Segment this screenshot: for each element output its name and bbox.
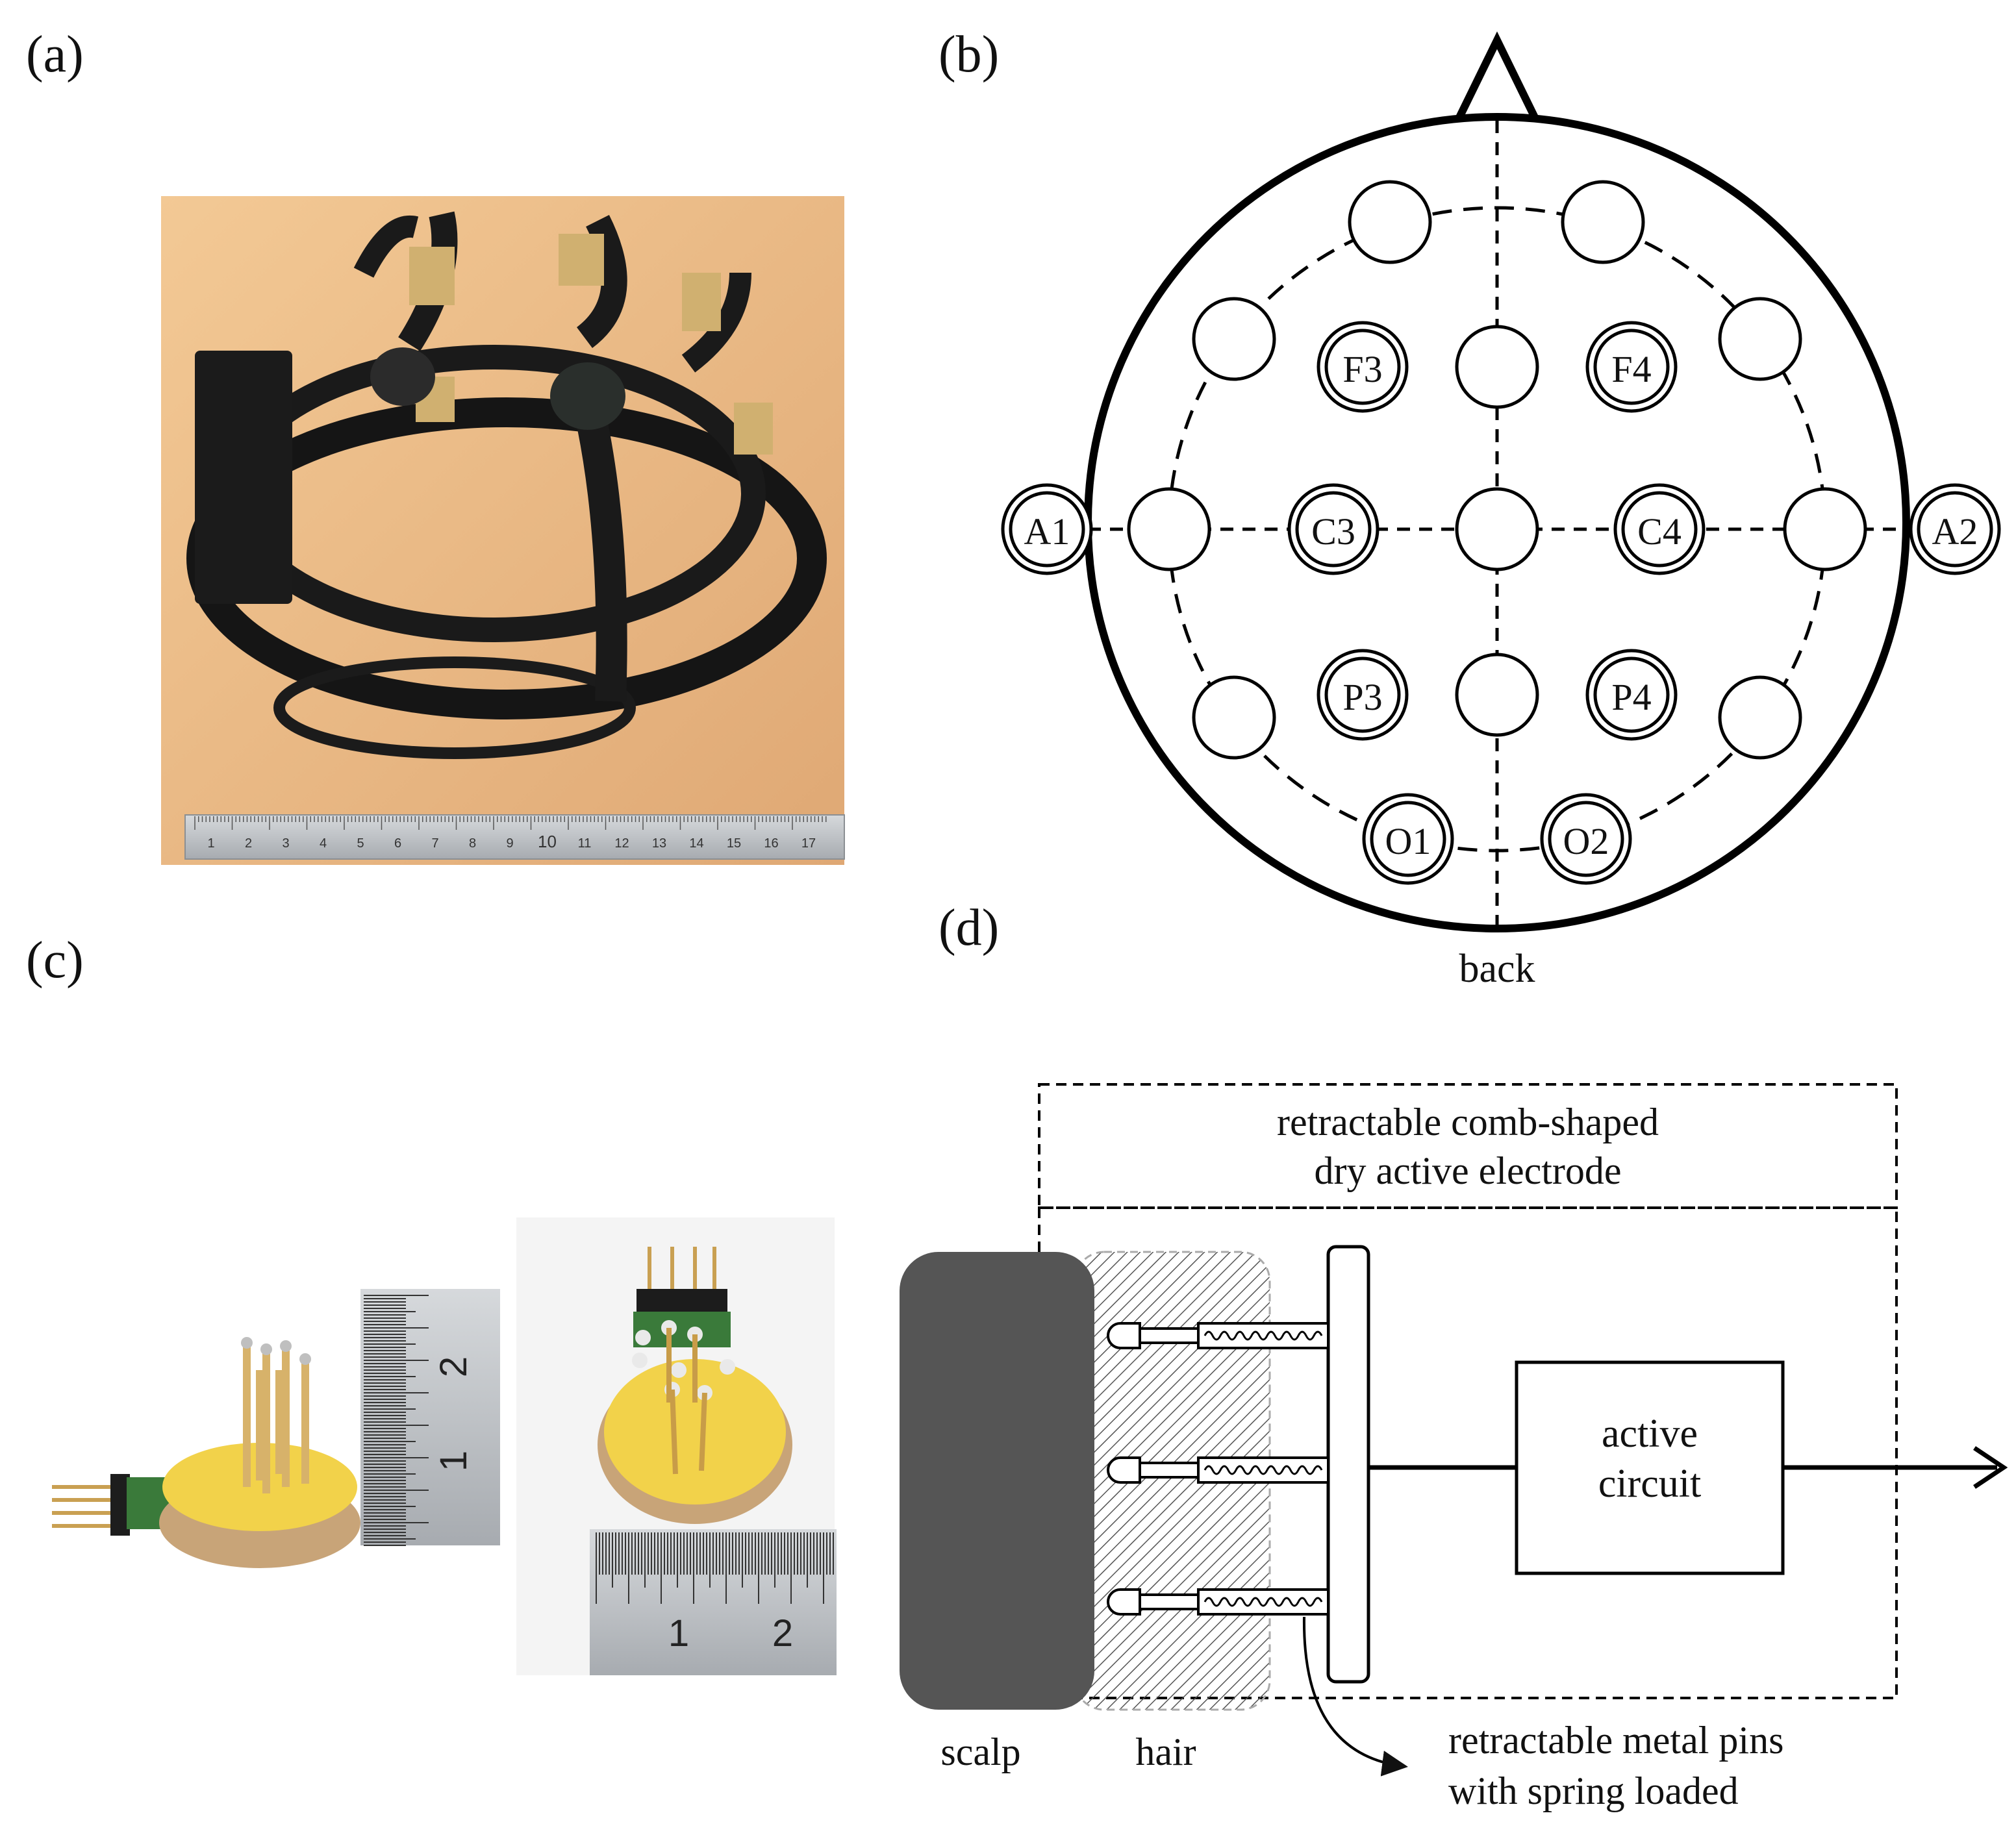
pins-label-line1: retractable metal pins — [1448, 1719, 1783, 1762]
ruler-c-vertical-tick-1: 1 — [433, 1451, 475, 1471]
electrode-t3 — [1127, 487, 1211, 571]
ruler-c-horizontal-tick-1: 1 — [668, 1612, 689, 1654]
ruler-a-tick-label: 11 — [578, 836, 592, 851]
panel-c: (c) 2 1 — [26, 932, 837, 1675]
electrode-o1: O1 — [1362, 793, 1454, 885]
electrode-o2-label: O2 — [1563, 820, 1609, 862]
electrode-t5 — [1192, 675, 1276, 760]
electrode-c3-label: C3 — [1311, 510, 1355, 553]
electrode-c4-label: C4 — [1637, 510, 1682, 553]
scalp-block — [900, 1252, 1094, 1710]
ruler-c-horizontal-tick-2: 2 — [772, 1612, 793, 1654]
back-label: back — [1459, 947, 1535, 991]
ruler-c-vertical-ticks — [364, 1295, 429, 1546]
electrode-p3-label: P3 — [1342, 676, 1382, 718]
active-circuit-line2: circuit — [1598, 1462, 1701, 1506]
electrode-cz — [1455, 487, 1539, 571]
ruler-a-tick-label: 15 — [727, 836, 741, 851]
ruler-a-tick-label: 10 — [538, 832, 557, 851]
panel-a: (a) — [26, 26, 845, 865]
active-circuit-box — [1515, 1360, 1785, 1575]
electrode-f3: F3 — [1317, 321, 1409, 413]
electrode-t4 — [1783, 487, 1867, 571]
electrode-p3: P3 — [1317, 649, 1409, 741]
ruler-a-tick-label: 17 — [801, 836, 816, 851]
electrode-photo-side: 2 1 — [39, 1286, 500, 1597]
electrode-pz — [1455, 653, 1539, 737]
panel-b: (b) F3 — [939, 26, 2001, 991]
ruler-a-tick-label: 16 — [764, 836, 778, 851]
electrode-fp2 — [1561, 180, 1645, 264]
ruler-a-tick-label: 1 — [207, 836, 214, 851]
metal-pin-bottom — [1107, 1588, 1329, 1616]
electrode-fz — [1455, 325, 1539, 409]
electrode-a1: A1 — [1001, 483, 1093, 575]
electrode-title-line2: dry active electrode — [1314, 1149, 1621, 1192]
ruler-a-tick-label: 4 — [320, 836, 327, 851]
electrode-c3: C3 — [1287, 483, 1380, 575]
ruler-c-horizontal-ticks — [596, 1532, 834, 1604]
ruler-a-tick-label: 6 — [394, 836, 401, 851]
ruler-a-tick-label: 8 — [469, 836, 476, 851]
ruler-a-tick-label: 2 — [245, 836, 252, 851]
electrode-f4: F4 — [1585, 321, 1678, 413]
panel-d: (d) retractable comb-shaped dry active e… — [900, 899, 2008, 1812]
electrode-title-line1: retractable comb-shaped — [1277, 1101, 1659, 1143]
electrode-a1-label: A1 — [1024, 510, 1070, 553]
ruler-a-tick-label: 5 — [357, 836, 364, 851]
electrode-t6 — [1718, 675, 1802, 760]
electrode-f3-label: F3 — [1342, 348, 1382, 390]
electrode-p4: P4 — [1585, 649, 1678, 741]
electrode-a2: A2 — [1909, 483, 2001, 575]
pins-pointer-arrow — [1302, 1616, 1408, 1777]
electrode-photo-top: 1 2 — [516, 1217, 837, 1675]
metal-pin-middle — [1107, 1456, 1329, 1484]
electrode-p4-label: P4 — [1611, 676, 1651, 718]
electrode-f7 — [1192, 297, 1276, 381]
panel-c-label: (c) — [26, 932, 84, 989]
electrode-c4: C4 — [1613, 483, 1706, 575]
pins-label-line2: with spring loaded — [1448, 1769, 1739, 1812]
ruler-a-tick-label: 12 — [614, 836, 629, 851]
active-circuit-line1: active — [1602, 1412, 1698, 1456]
panel-d-label: (d) — [939, 899, 999, 956]
ruler-a-tick-label: 7 — [431, 836, 438, 851]
scalp-label: scalp — [940, 1730, 1020, 1773]
output-arrow-head — [1973, 1446, 2008, 1489]
electrode-f8 — [1718, 297, 1802, 381]
panel-b-label: (b) — [939, 26, 999, 83]
plain-electrodes — [1127, 180, 1867, 760]
hair-label: hair — [1135, 1730, 1196, 1773]
metal-pin-top — [1107, 1322, 1329, 1349]
electrode-a2-label: A2 — [1932, 510, 1978, 553]
ruler-a-tick-label: 9 — [506, 836, 513, 851]
ruler-a-tick-label: 3 — [282, 836, 289, 851]
comb-backplate — [1326, 1245, 1370, 1684]
ruler-a — [184, 814, 845, 860]
electrode-fp1 — [1348, 180, 1432, 264]
ruler-a-tick-label: 13 — [652, 836, 666, 851]
ruler-c-vertical-tick-2: 2 — [433, 1356, 475, 1377]
electrode-o2: O2 — [1540, 793, 1632, 885]
electrode-o1-label: O1 — [1385, 820, 1431, 862]
electrode-f4-label: F4 — [1611, 348, 1651, 390]
ruler-a-tick-label: 14 — [689, 836, 703, 851]
panel-a-label: (a) — [26, 26, 84, 83]
